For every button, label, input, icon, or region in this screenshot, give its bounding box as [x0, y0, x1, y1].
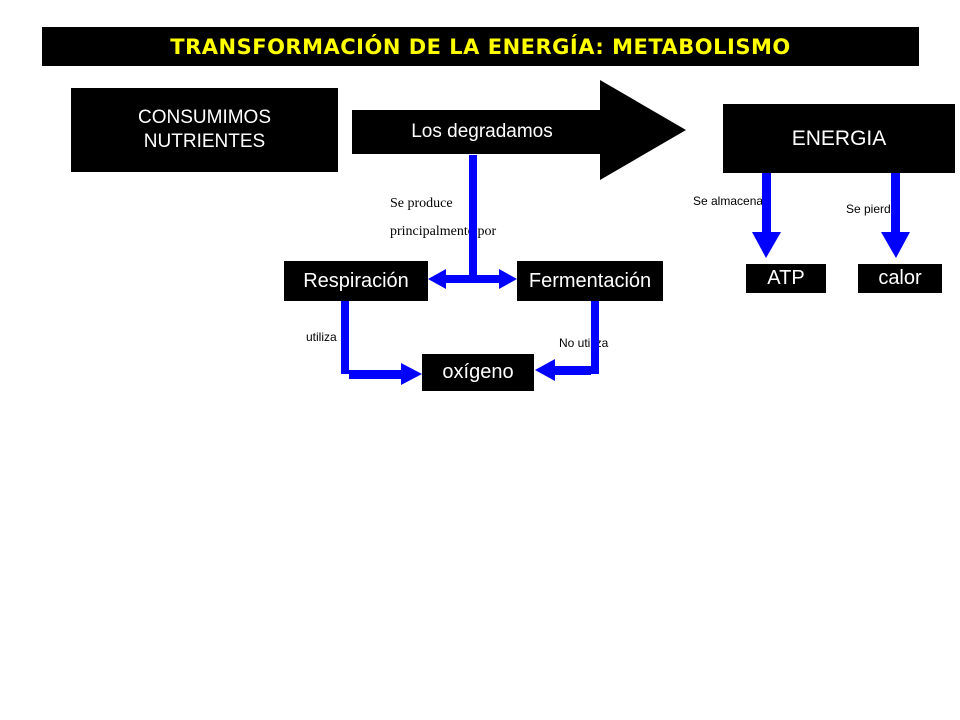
title-bar: TRANSFORMACIÓN DE LA ENERGÍA: METABOLISM…: [42, 27, 919, 66]
label-no-utiliza: No utiliza: [559, 336, 609, 350]
label-utiliza: utiliza: [306, 330, 337, 344]
node-calor: calor: [858, 264, 942, 293]
label-se-almacena: Se almacena: [693, 194, 763, 208]
connector-degradamos-stem: [469, 155, 477, 279]
arrowhead-to-fermentacion: [499, 269, 517, 289]
node-atp: ATP: [746, 264, 826, 293]
degradamos-arrow: [352, 80, 686, 180]
arrowhead-to-atp: [752, 232, 781, 258]
page-title: TRANSFORMACIÓN DE LA ENERGÍA: METABOLISM…: [170, 34, 791, 59]
arrowhead-to-oxigeno-right: [535, 359, 555, 381]
node-respiracion: Respiración: [284, 261, 428, 301]
node-energia: ENERGIA: [723, 104, 955, 173]
label-principalmente-por: principalmente por: [390, 224, 496, 239]
connector-fermentacion-across: [552, 366, 591, 375]
label-se-produce: Se produce: [390, 196, 453, 211]
node-fermentacion: Fermentación: [517, 261, 663, 301]
connector-energia-calor: [891, 173, 900, 235]
consumimos-line2: NUTRIENTES: [143, 131, 266, 152]
connector-split-bar: [443, 275, 505, 283]
connector-fermentacion-down: [591, 301, 599, 374]
degradamos-label: Los degradamos: [411, 121, 553, 142]
node-oxigeno: oxígeno: [422, 354, 534, 391]
connector-respiracion-down: [341, 301, 349, 374]
consumimos-line1: CONSUMIMOS: [138, 107, 271, 128]
label-se-pierde: Se pierde: [846, 202, 898, 216]
arrowhead-to-respiracion: [428, 269, 446, 289]
connector-energia-atp: [762, 173, 771, 235]
arrowhead-to-calor: [881, 232, 910, 258]
connector-respiracion-across: [349, 370, 404, 379]
node-consumimos-nutrientes: CONSUMIMOS NUTRIENTES: [71, 88, 338, 172]
arrowhead-to-oxigeno-left: [401, 363, 422, 385]
